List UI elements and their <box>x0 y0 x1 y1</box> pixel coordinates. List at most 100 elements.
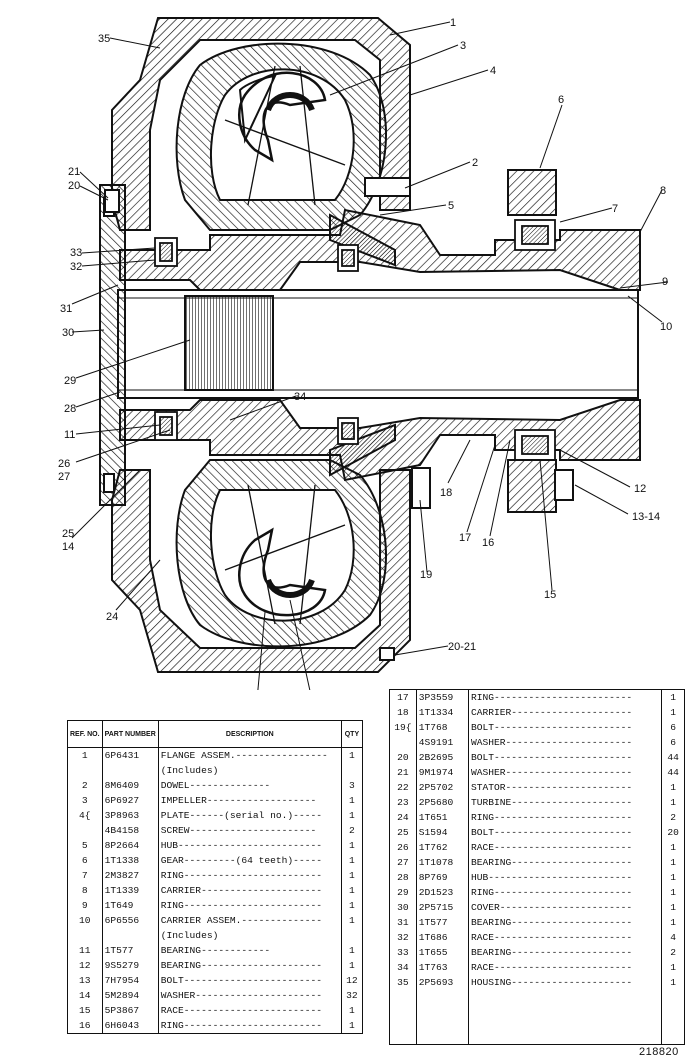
part-description: BOLT------------------------ <box>468 825 663 840</box>
part-ref-no: 25 <box>389 825 417 840</box>
empty-cell <box>662 1026 685 1045</box>
callout-24: 24 <box>106 611 118 623</box>
table-row: (Includes) <box>67 763 363 778</box>
callout-12: 12 <box>634 483 646 495</box>
empty-cell <box>416 1026 469 1045</box>
part-ref-no: 22 <box>389 780 417 795</box>
empty-cell <box>468 1008 663 1026</box>
part-ref-no: 15 <box>67 1003 103 1018</box>
part-quantity: 1 <box>349 884 355 896</box>
callout-6: 6 <box>558 94 564 106</box>
part-ref-no: 31 <box>389 915 417 930</box>
part-number: S1594 <box>416 825 469 840</box>
part-ref-no: 24 <box>389 810 417 825</box>
callout-labels: 35 1 3 4 6 2 5 7 8 9 10 21 20 33 32 31 3… <box>58 17 672 653</box>
part-ref-no: 2 <box>67 778 103 793</box>
part-description: GEAR---------(64 teeth)----- <box>158 853 342 868</box>
part-description: BEARING--------------------- <box>468 915 663 930</box>
callout-19: 19 <box>420 569 432 581</box>
header-description: DESCRIPTION <box>158 720 342 748</box>
empty-cell <box>389 1008 417 1026</box>
part-ref-no: 9 <box>67 898 103 913</box>
header-qty: QTY <box>341 720 363 748</box>
part-quantity: 1 <box>670 856 677 868</box>
part-description: BOLT------------------------ <box>468 750 663 765</box>
part-description: RACE------------------------ <box>158 1003 342 1018</box>
bearings <box>154 219 556 461</box>
part-description: (Includes) <box>158 928 342 943</box>
part-ref-no: 20 <box>389 750 417 765</box>
part-quantity: 1 <box>349 869 355 881</box>
part-quantity: 2 <box>349 824 355 836</box>
part-ref-no: 1 <box>67 747 103 763</box>
part-quantity: 1 <box>670 961 677 973</box>
part-number: 8M6409 <box>102 778 159 793</box>
part-quantity: 1 <box>670 781 677 793</box>
callout-25: 25 <box>62 528 74 540</box>
part-number: 6P6927 <box>102 793 159 808</box>
part-number: 1T577 <box>416 915 469 930</box>
part-quantity: 32 <box>346 989 358 1001</box>
part-number: 2P5702 <box>416 780 469 795</box>
header-part-number: PART NUMBER <box>102 720 159 748</box>
callout-4: 4 <box>490 65 496 77</box>
part-number: 6P6431 <box>102 747 159 763</box>
part-ref-no <box>67 763 103 778</box>
part-ref-no: 4{ <box>67 808 103 823</box>
callout-18: 18 <box>440 487 452 499</box>
part-quantity: 1 <box>349 854 355 866</box>
part-number: 1T686 <box>416 930 469 945</box>
part-ref-no: 13 <box>67 973 103 988</box>
callout-33: 33 <box>70 247 82 259</box>
part-ref-no: 23 <box>389 795 417 810</box>
part-description: RING------------------------ <box>158 1018 342 1034</box>
part-ref-no: 18 <box>389 705 417 720</box>
part-quantity: 1 <box>349 944 355 956</box>
empty-table-row <box>389 1026 685 1045</box>
part-quantity: 1 <box>670 976 677 988</box>
gear-and-fasteners <box>104 169 574 661</box>
callout-34: 34 <box>294 391 306 403</box>
part-ref-no: 6 <box>67 853 103 868</box>
part-description: COVER----------------------- <box>468 900 663 915</box>
part-description: BOLT------------------------ <box>158 973 342 988</box>
part-number: 5P3867 <box>102 1003 159 1018</box>
part-quantity: 1 <box>349 839 355 851</box>
empty-table-row <box>389 1008 685 1026</box>
callout-20-21: 20-21 <box>448 641 476 653</box>
header-ref-no: REF. NO. <box>67 720 103 748</box>
callout-14: 14 <box>62 541 74 553</box>
empty-cell <box>468 990 663 1008</box>
part-quantity <box>341 928 362 943</box>
part-number: 3P8963 <box>102 808 159 823</box>
part-number: 1T651 <box>416 810 469 825</box>
part-ref-no <box>67 823 103 838</box>
part-ref-no: 5 <box>67 838 103 853</box>
part-description: BEARING--------------------- <box>158 958 342 973</box>
turbine-lower <box>175 459 387 648</box>
part-description: WASHER---------------------- <box>158 988 342 1003</box>
part-description: RACE------------------------ <box>468 960 663 975</box>
part-description: WASHER---------------------- <box>468 765 663 780</box>
part-quantity: 6 <box>670 736 677 748</box>
part-number: 9M1974 <box>416 765 469 780</box>
callout-3: 3 <box>460 40 466 52</box>
part-ref-no: 10 <box>67 913 103 928</box>
empty-cell <box>416 1008 469 1026</box>
callout-29: 29 <box>64 375 76 387</box>
part-quantity: 1 <box>670 886 677 898</box>
part-number: 6P6556 <box>102 913 159 928</box>
part-quantity: 12 <box>346 974 358 986</box>
